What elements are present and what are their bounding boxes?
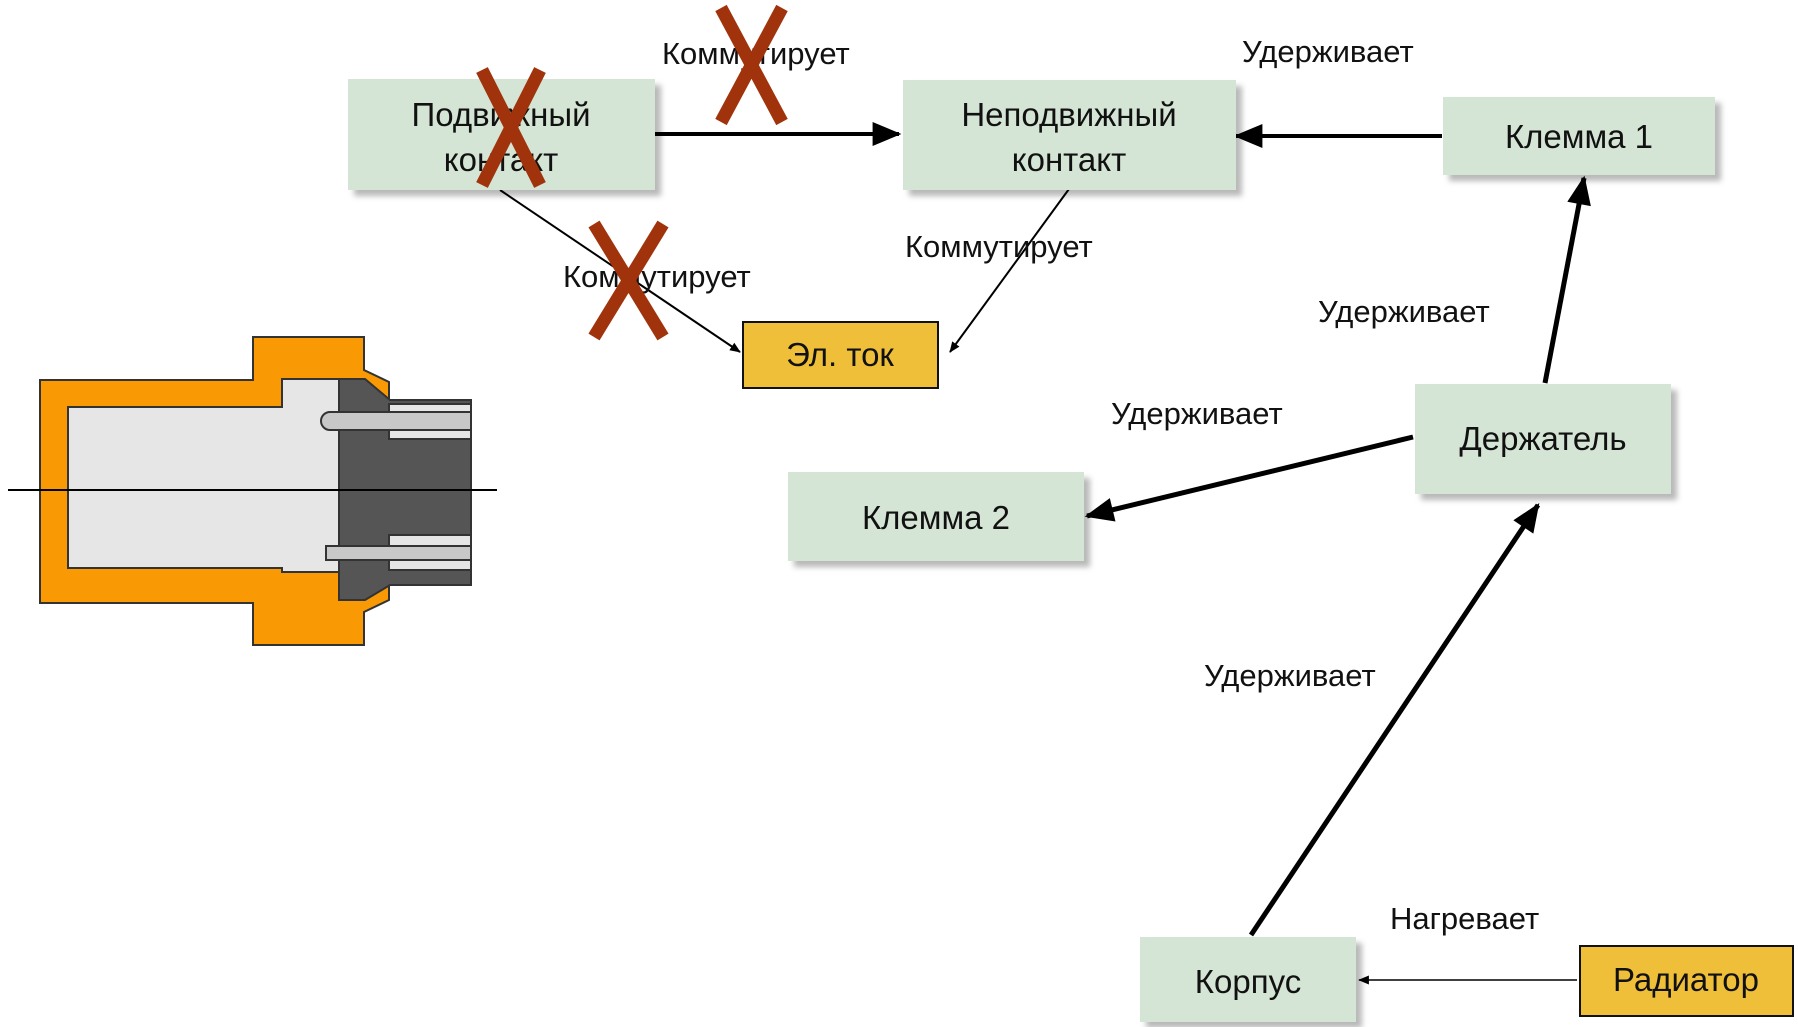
node-label-line: Радиатор: [1613, 961, 1759, 998]
lower-pin: [325, 545, 472, 561]
connector-cavity: [67, 378, 340, 573]
node-label-line: контакт: [1012, 141, 1126, 178]
node-radiator: Радиатор: [1579, 945, 1794, 1017]
cross-marks: [476, 4, 788, 341]
edge-label: Нагревает: [1390, 901, 1539, 936]
edge-label: Коммутирует: [905, 229, 1093, 264]
node-label-line: Неподвижный: [961, 96, 1176, 133]
node-label-line: Клемма 2: [862, 499, 1010, 536]
node-label-line: Эл. ток: [786, 336, 894, 373]
edge-holder-to-terminal2: [1084, 434, 1414, 522]
edge-label: Коммутирует: [563, 259, 751, 294]
upper-pin: [320, 411, 472, 431]
node-fixed-contact: Неподвижный контакт: [903, 80, 1236, 190]
edge-label: Удерживает: [1204, 658, 1376, 693]
node-terminal-2: Клемма 2: [788, 472, 1084, 561]
node-terminal-1: Клемма 1: [1443, 97, 1715, 175]
cross-mark-icon: [476, 67, 546, 188]
node-current: Эл. ток: [742, 321, 939, 389]
edge-housing-to-holder: [1248, 503, 1541, 937]
node-label-line: Корпус: [1195, 963, 1301, 1000]
cross-mark-icon: [715, 4, 788, 126]
node-label-line: Держатель: [1459, 420, 1626, 457]
edge-fixed-to-current: [949, 188, 1070, 353]
cross-mark-icon: [588, 220, 669, 341]
edge-labels: Коммутирует Коммутирует Коммутирует Удер…: [563, 34, 1539, 936]
edge-holder-to-terminal1: [1542, 175, 1591, 384]
edge-label: Удерживает: [1242, 34, 1414, 69]
edge-label: Удерживает: [1318, 294, 1490, 329]
edge-label: Удерживает: [1111, 396, 1283, 431]
node-label-line: Клемма 1: [1505, 118, 1653, 155]
node-housing: Корпус: [1140, 937, 1356, 1022]
node-holder: Держатель: [1415, 384, 1671, 494]
connector-drawing: [8, 336, 497, 646]
